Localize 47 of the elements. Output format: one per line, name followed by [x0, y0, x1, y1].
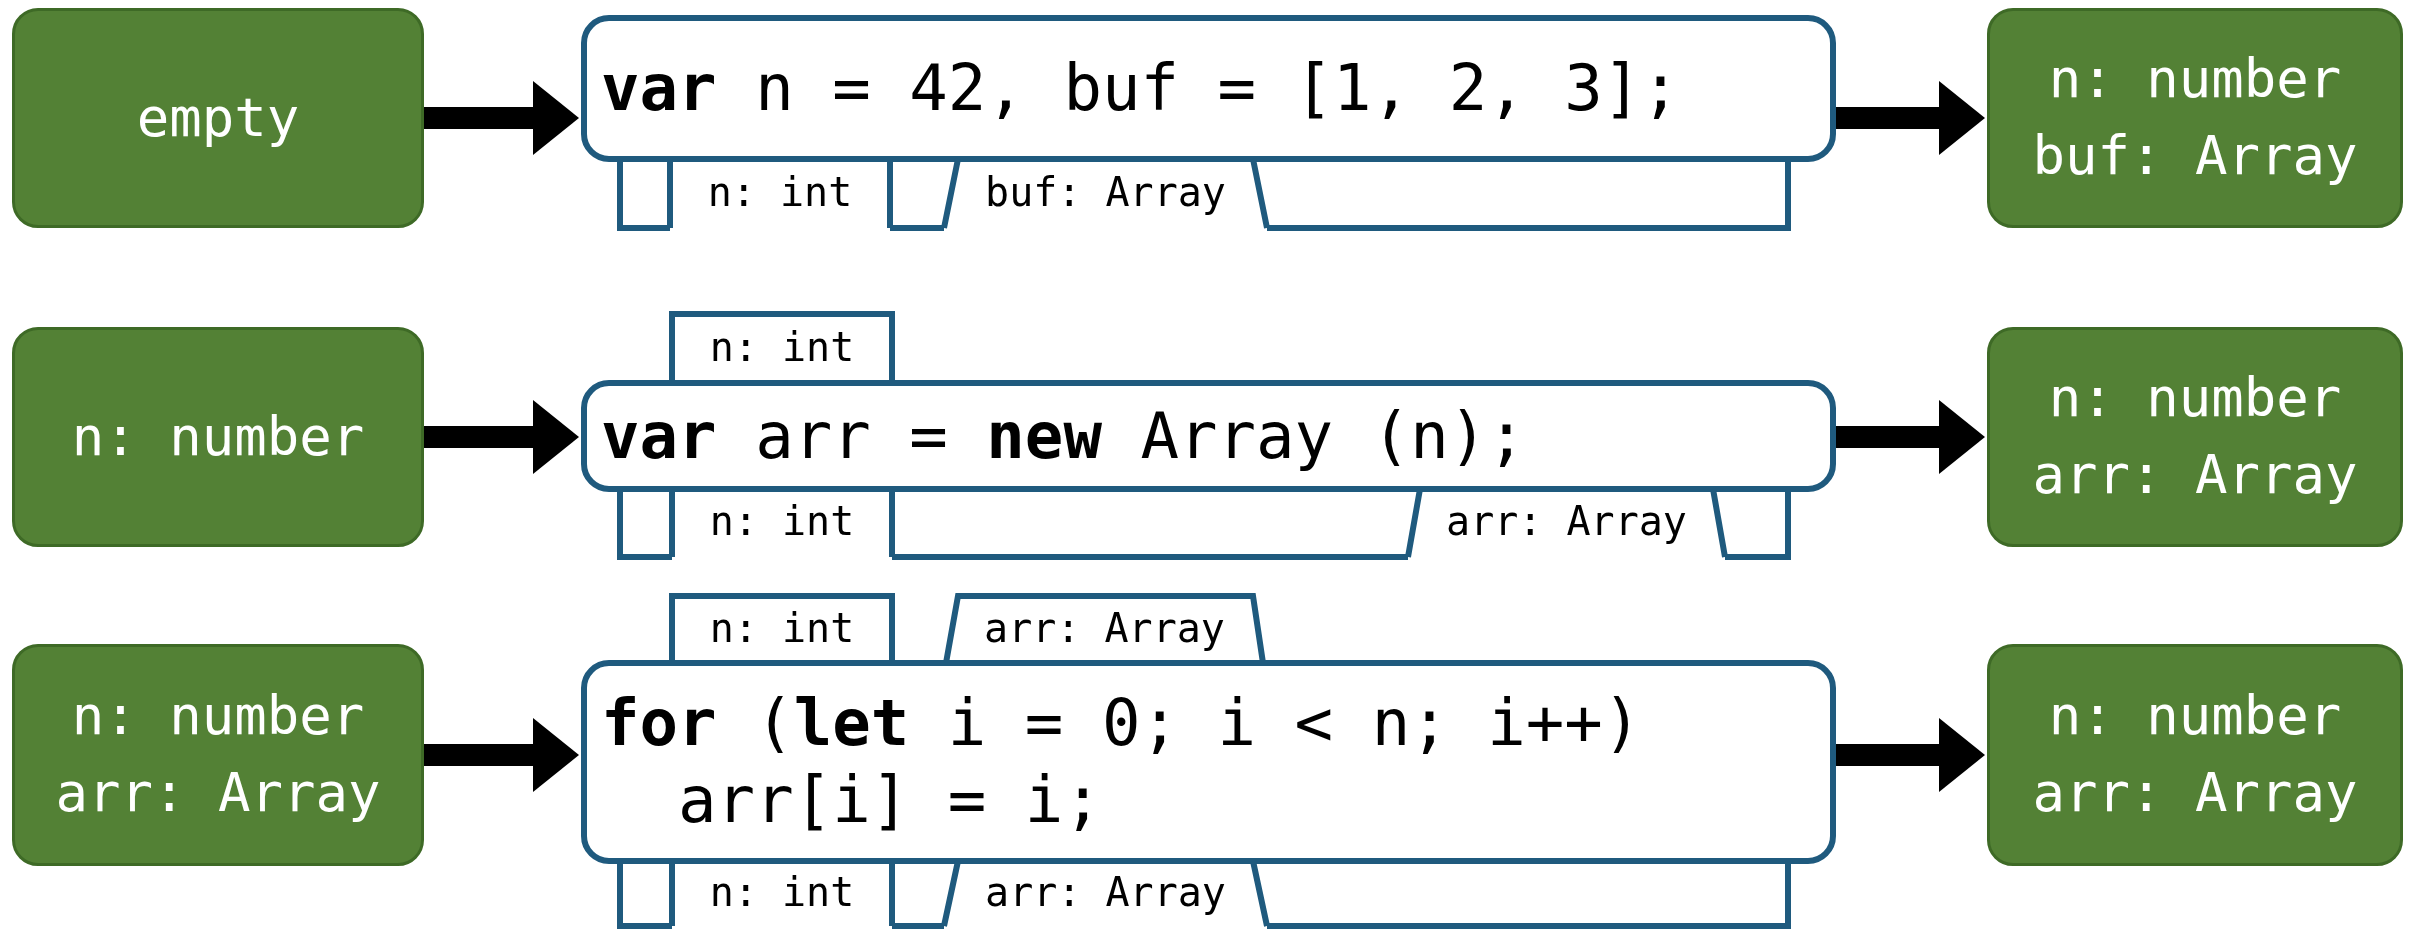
type-tab — [944, 861, 1267, 926]
state-text: empty — [136, 84, 300, 151]
state-text: n: number — [2048, 46, 2342, 113]
state-text: arr: Array — [2032, 760, 2358, 826]
state-text: n: number — [2048, 365, 2342, 432]
type-tab — [672, 489, 892, 557]
code-line: arr[i] = i; — [677, 762, 1103, 839]
state-text: n: number — [71, 403, 365, 470]
type-label: arr: Array — [1445, 497, 1688, 545]
type-tab — [672, 314, 892, 383]
arrow — [424, 400, 579, 474]
state-box — [12, 327, 424, 547]
state-text: n: number — [2048, 683, 2342, 750]
type-label: n: int — [706, 167, 854, 216]
code-line: for (let i = 0; i < n; i++) — [601, 685, 1643, 762]
type-label: n: int — [708, 867, 856, 916]
code-line: var arr = new Array (n); — [601, 397, 1527, 475]
code-box — [581, 660, 1836, 864]
type-label: n: int — [708, 603, 856, 652]
arrow — [424, 81, 579, 155]
code-box — [581, 380, 1836, 492]
state-text: arr: Array — [55, 760, 381, 826]
state-text: buf: Array — [2032, 123, 2358, 189]
state-text: n: number — [71, 683, 365, 750]
type-tab — [946, 596, 1263, 663]
arrow — [1836, 718, 1985, 792]
arrow — [424, 718, 579, 792]
type-label: buf: Array — [984, 167, 1227, 216]
type-label: arr: Array — [984, 867, 1227, 916]
code-line: var n = 42, buf = [1, 2, 3]; — [601, 50, 1681, 127]
state-box — [12, 644, 424, 866]
state-box — [12, 8, 424, 228]
code-box — [581, 15, 1836, 162]
type-label: arr: Array — [983, 603, 1226, 652]
type-tab — [1408, 489, 1725, 557]
state-text: arr: Array — [2032, 442, 2358, 508]
type-tab — [944, 159, 1267, 228]
type-tab — [670, 159, 890, 228]
state-box — [1987, 8, 2403, 228]
type-label: n: int — [708, 322, 856, 371]
type-tab — [672, 596, 892, 663]
type-label: n: int — [708, 497, 856, 545]
arrow — [1836, 400, 1985, 474]
arrow — [1836, 81, 1985, 155]
state-box — [1987, 644, 2403, 866]
type-tab — [672, 861, 892, 926]
state-box — [1987, 327, 2403, 547]
